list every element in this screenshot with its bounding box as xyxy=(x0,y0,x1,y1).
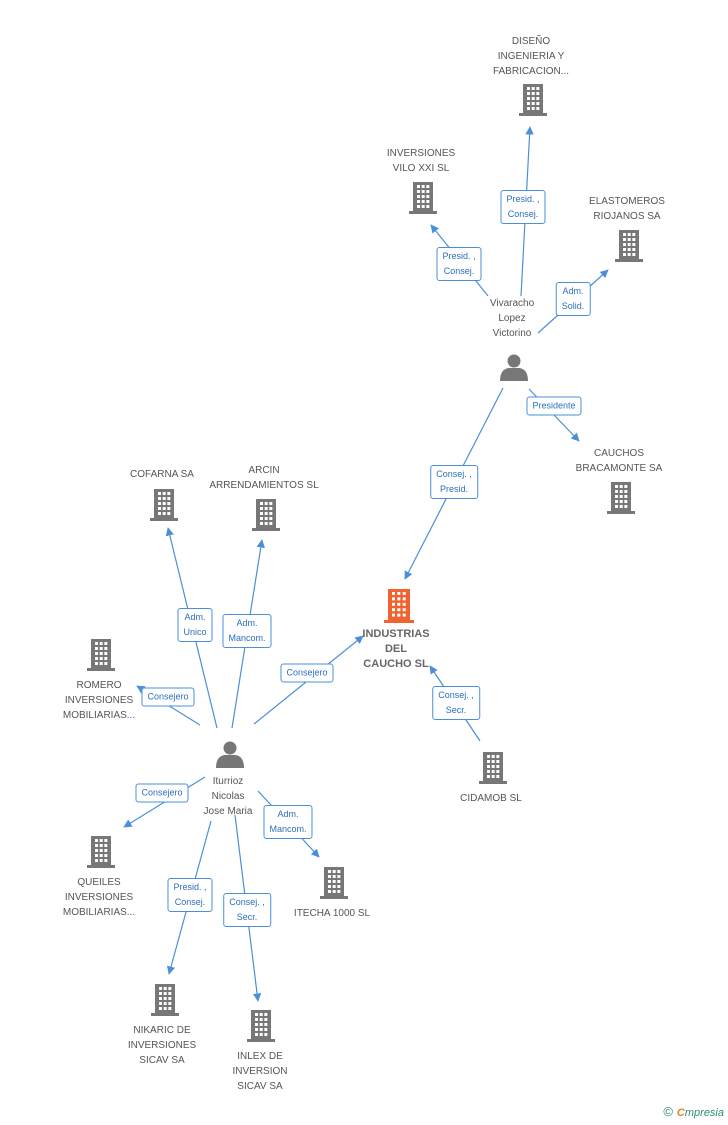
edge-label-vivaracho-to-elastomeros[interactable]: Adm. Solid. xyxy=(555,282,591,316)
node-label-disenio[interactable]: DISEÑO INGENIERIA Y FABRICACION... xyxy=(492,36,570,77)
building-icon-cidamob xyxy=(479,752,507,784)
node-label-industrias[interactable]: INDUSTRIAS DEL CAUCHO SL xyxy=(362,628,430,670)
edge-label-iturrioz-to-queiles[interactable]: Consejero xyxy=(135,783,189,803)
copyright-symbol: © xyxy=(663,1104,673,1119)
person-icon-vivaracho xyxy=(500,354,528,381)
building-icon-elastomeros xyxy=(615,230,643,262)
building-icon-arcin xyxy=(252,499,280,531)
node-label-itecha[interactable]: ITECHA 1000 SL xyxy=(293,908,371,919)
node-label-arcin[interactable]: ARCIN ARRENDAMIENTOS SL xyxy=(209,465,319,491)
building-icon-nikaric xyxy=(151,984,179,1016)
building-icon-cofarna xyxy=(150,489,178,521)
edge-label-vivaracho-to-vilo[interactable]: Presid. , Consej. xyxy=(436,247,482,281)
node-label-inlex[interactable]: INLEX DE INVERSION SICAV SA xyxy=(232,1051,288,1092)
node-label-elastomeros[interactable]: ELASTOMEROS RIOJANOS SA xyxy=(589,196,665,222)
brand-initial: C xyxy=(676,1107,685,1119)
building-icon-disenio xyxy=(519,84,547,116)
node-label-cauchos[interactable]: CAUCHOS BRACAMONTE SA xyxy=(575,448,663,474)
node-label-romero[interactable]: ROMERO INVERSIONES MOBILIARIAS... xyxy=(62,680,136,721)
edge-label-iturrioz-to-industrias[interactable]: Consejero xyxy=(280,663,334,683)
node-label-cidamob[interactable]: CIDAMOB SL xyxy=(460,793,522,804)
main-building-icon-industrias xyxy=(384,589,414,623)
node-label-vilo[interactable]: INVERSIONES VILO XXI SL xyxy=(386,148,456,174)
edge-label-iturrioz-to-romero[interactable]: Consejero xyxy=(141,687,195,707)
building-icon-romero xyxy=(87,639,115,671)
edge-label-vivaracho-to-cauchos[interactable]: Presidente xyxy=(526,396,582,416)
brand-logo: ©Cmpresia xyxy=(663,1104,724,1119)
node-label-nikaric[interactable]: NIKARIC DE INVERSIONES SICAV SA xyxy=(127,1025,197,1066)
person-icon-iturrioz xyxy=(216,741,244,768)
edge-label-iturrioz-to-cofarna[interactable]: Adm. Unico xyxy=(177,608,213,642)
edge-label-iturrioz-to-arcin[interactable]: Adm. Mancom. xyxy=(222,614,272,648)
edge-label-iturrioz-to-itecha[interactable]: Adm. Mancom. xyxy=(263,805,313,839)
node-label-iturrioz[interactable]: Iturrioz Nicolas Jose Maria xyxy=(203,776,253,817)
building-icon-inlex xyxy=(247,1010,275,1042)
node-label-vivaracho[interactable]: Vivaracho Lopez Victorino xyxy=(489,298,535,339)
building-icon-itecha xyxy=(320,867,348,899)
node-label-cofarna[interactable]: COFARNA SA xyxy=(130,469,194,480)
building-icon-cauchos xyxy=(607,482,635,514)
edge-label-iturrioz-to-inlex[interactable]: Consej. , Secr. xyxy=(223,893,271,927)
edge-label-iturrioz-to-nikaric[interactable]: Presid. , Consej. xyxy=(167,878,213,912)
edge-label-cidamob-to-industrias[interactable]: Consej. , Secr. xyxy=(432,686,480,720)
edge-label-vivaracho-to-disenio[interactable]: Presid. , Consej. xyxy=(500,190,546,224)
building-icon-queiles xyxy=(87,836,115,868)
brand-name: mpresia xyxy=(684,1107,724,1119)
node-label-queiles[interactable]: QUEILES INVERSIONES MOBILIARIAS... xyxy=(62,877,136,918)
building-icon-vilo xyxy=(409,182,437,214)
edge-label-vivaracho-to-industrias[interactable]: Consej. , Presid. xyxy=(430,465,478,499)
